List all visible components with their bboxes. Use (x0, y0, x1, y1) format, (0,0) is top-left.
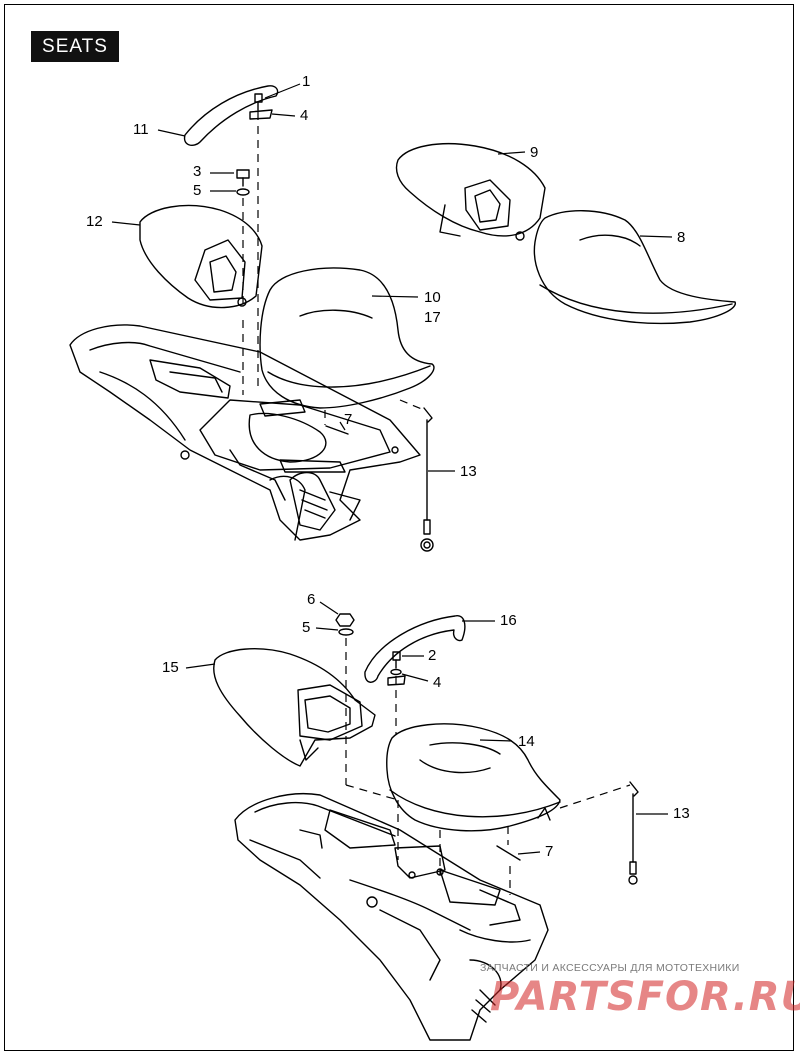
callout-2: 2 (428, 647, 437, 664)
watermark-brand: PARTSFOR.RU (490, 974, 800, 1020)
callout-4: 4 (300, 107, 309, 124)
callout-7-bottom: 7 (545, 843, 554, 860)
callout-10: 10 (424, 289, 441, 306)
washer-4-bottom (390, 668, 402, 676)
callout-5: 5 (193, 182, 202, 199)
washer-5-bottom (338, 628, 354, 636)
passenger-cowl-15 (213, 648, 376, 767)
watermark: ЗАПЧАСТИ И АКСЕССУАРЫ ДЛЯ МОТОТЕХНИКИ PA… (480, 962, 800, 1042)
screw-2 (392, 651, 401, 669)
frame-body-top (69, 324, 421, 541)
nut-6 (335, 613, 355, 627)
solo-seat-pad-8 (533, 210, 736, 325)
callout-5-bottom: 5 (302, 619, 311, 636)
callout-4-bottom: 4 (433, 674, 442, 691)
callout-7: 7 (344, 411, 353, 428)
watermark-tagline: ЗАПЧАСТИ И АКСЕССУАРЫ ДЛЯ МОТОТЕХНИКИ (480, 962, 740, 974)
pin-7-bottom (496, 845, 521, 861)
pin-7 (325, 425, 349, 435)
callout-13-bottom: 13 (673, 805, 690, 822)
callout-9: 9 (530, 144, 539, 161)
callout-14: 14 (518, 733, 535, 750)
seat-cowl-9 (395, 143, 546, 241)
seat-cable-13 (420, 407, 434, 552)
callout-12: 12 (86, 213, 103, 230)
screw-1 (254, 93, 263, 111)
callout-17: 17 (424, 309, 441, 326)
dual-seat-14 (386, 723, 561, 832)
callout-8: 8 (677, 229, 686, 246)
rider-seat-10 (259, 267, 435, 409)
bolt-3 (236, 169, 250, 187)
washer-5 (236, 188, 250, 196)
callout-15: 15 (162, 659, 179, 676)
callout-13: 13 (460, 463, 477, 480)
callout-1: 1 (302, 73, 311, 90)
page-border (4, 4, 794, 1051)
grab-strap-11 (183, 85, 279, 147)
callout-11: 11 (133, 121, 149, 138)
callout-3: 3 (193, 163, 202, 180)
page-title: SEATS (31, 31, 119, 62)
frame-body-bottom (234, 793, 549, 1041)
pillion-cover-12 (139, 204, 263, 309)
grab-strap-16 (364, 615, 466, 686)
callout-16: 16 (500, 612, 517, 629)
callout-6: 6 (307, 591, 316, 608)
seat-cable-13-bottom (628, 781, 639, 885)
